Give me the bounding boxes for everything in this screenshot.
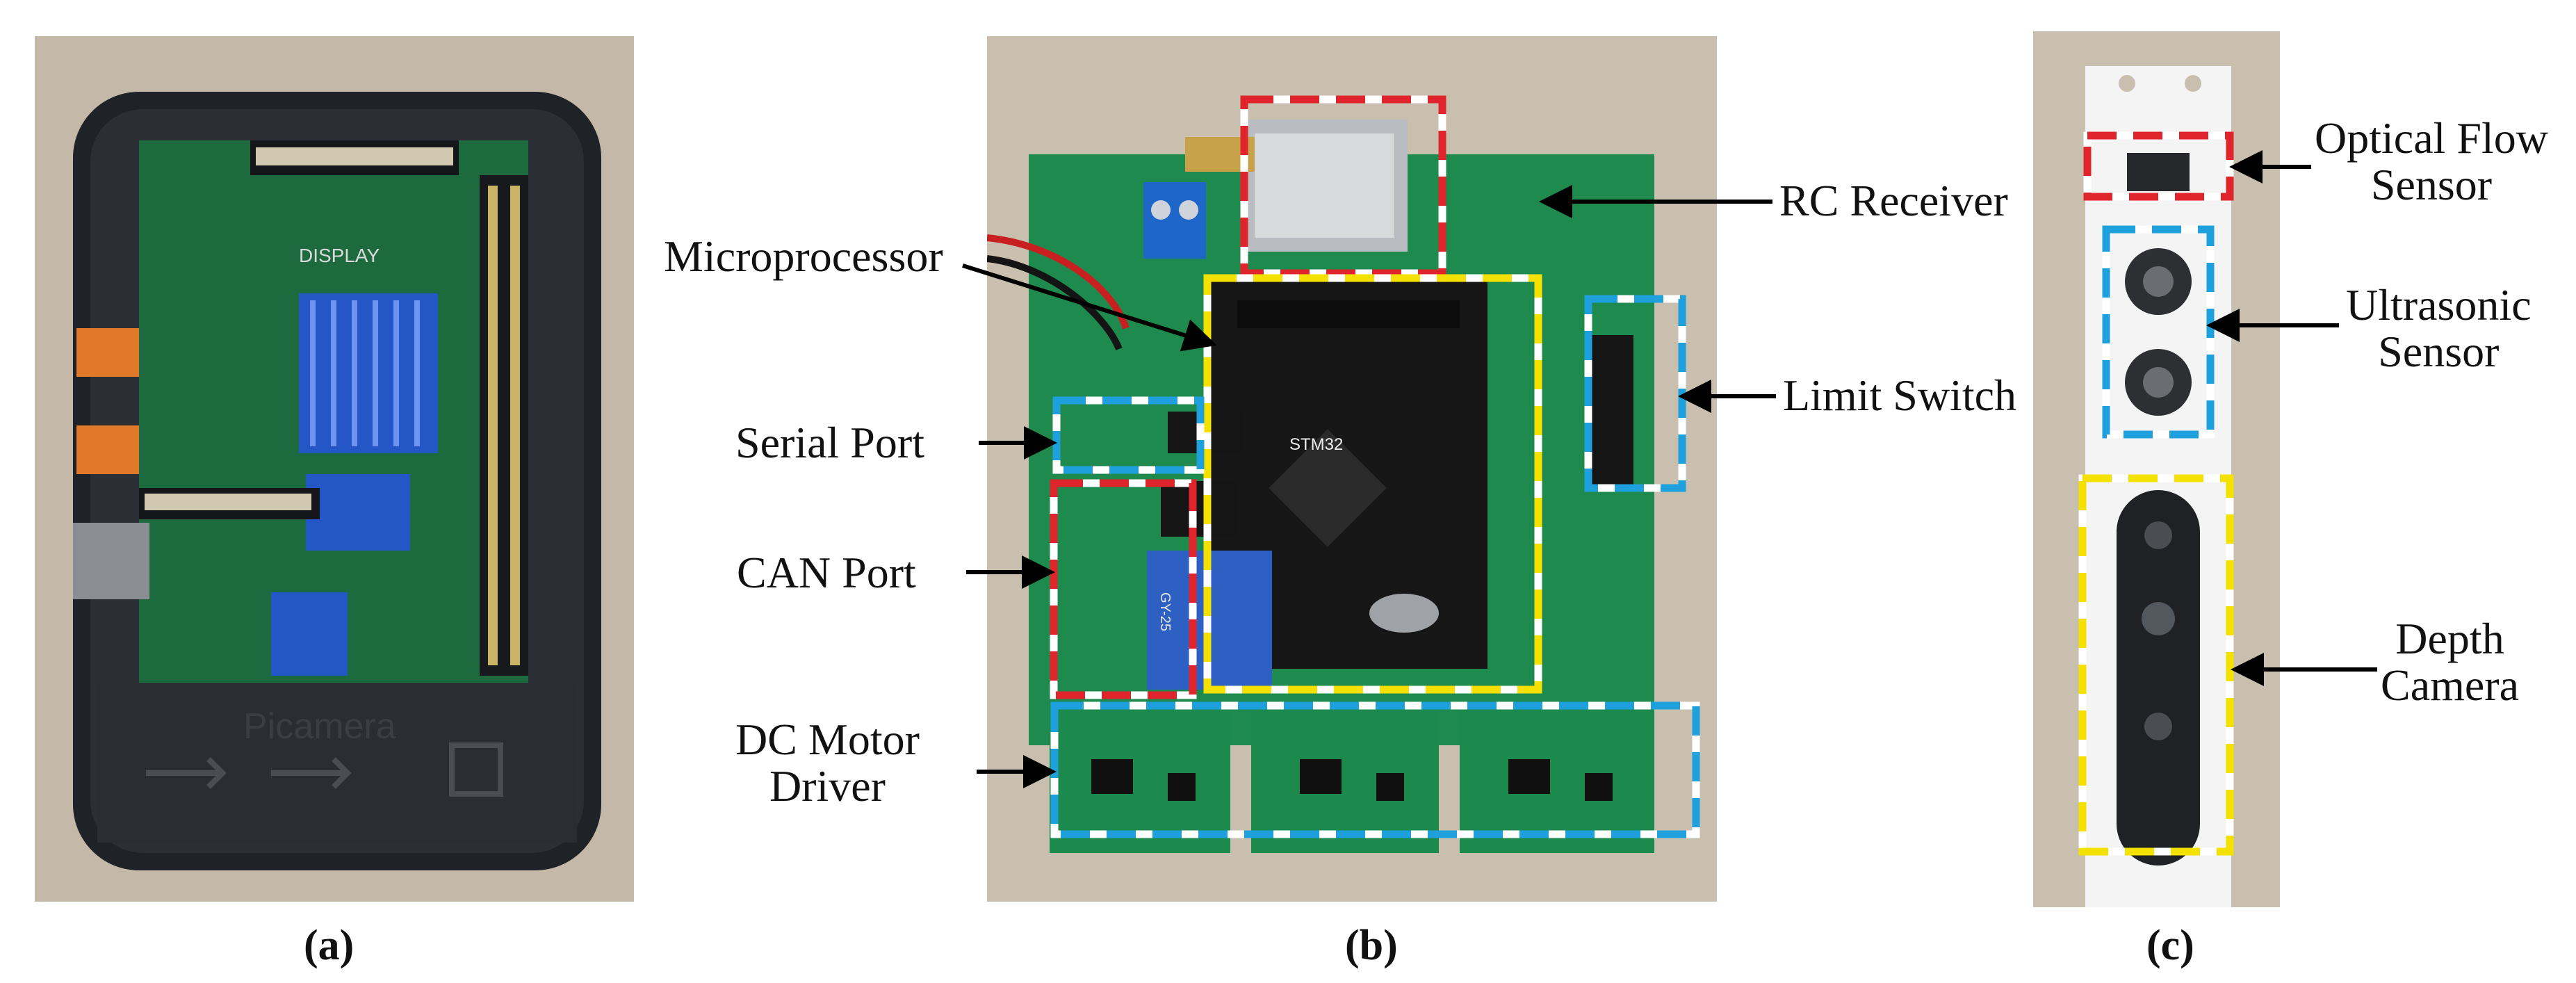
depth-camera-box bbox=[2078, 474, 2234, 856]
label-dc-motor-driver: DC Motor Driver bbox=[735, 715, 920, 811]
label-optical-flow-line2: Sensor bbox=[2370, 160, 2493, 210]
module-label: GY-25 bbox=[1157, 592, 1173, 631]
microprocessor-box bbox=[1203, 274, 1542, 694]
label-depth-line1: Depth bbox=[2395, 614, 2504, 663]
label-ultrasonic-line1: Ultrasonic bbox=[2346, 280, 2532, 330]
label-optical-flow-line1: Optical Flow bbox=[2315, 113, 2548, 163]
label-depth-camera: Depth Camera bbox=[2381, 614, 2519, 710]
label-rc-receiver: RC Receiver bbox=[1779, 176, 2008, 225]
limit-switch-box bbox=[1584, 295, 1686, 492]
rc-receiver-box bbox=[1240, 95, 1446, 277]
ultrasonic-box bbox=[2102, 225, 2215, 439]
label-can-port: CAN Port bbox=[737, 548, 916, 597]
case-brand-text: Picamera bbox=[243, 706, 396, 747]
photo-b-control-board: STM32 GY-25 bbox=[987, 36, 1717, 902]
label-limit-switch: Limit Switch bbox=[1783, 371, 2016, 420]
label-optical-flow-sensor: Optical Flow Sensor bbox=[2315, 113, 2548, 210]
label-serial-port: Serial Port bbox=[735, 418, 924, 467]
dc-motor-driver-box bbox=[1050, 701, 1700, 838]
label-microprocessor: Microprocessor bbox=[664, 231, 943, 281]
caption-a: (a) bbox=[304, 922, 354, 969]
label-dc-motor-driver-line1: DC Motor bbox=[735, 715, 920, 764]
case-display-text: DISPLAY bbox=[299, 245, 380, 266]
can-port-box bbox=[1050, 479, 1197, 699]
label-dc-motor-driver-line2: Driver bbox=[769, 761, 886, 811]
label-depth-line2: Camera bbox=[2381, 660, 2519, 710]
chip-label: STM32 bbox=[1289, 435, 1343, 454]
serial-port-box bbox=[1052, 396, 1205, 474]
caption-b: (b) bbox=[1345, 922, 1398, 969]
photo-a-raspberry-pi-case: DISPLAY Picamera bbox=[35, 36, 634, 902]
arrow-microprocessor bbox=[962, 263, 1217, 352]
label-ultrasonic-line2: Sensor bbox=[2378, 327, 2500, 377]
optical-flow-box bbox=[2083, 131, 2234, 201]
label-ultrasonic-sensor: Ultrasonic Sensor bbox=[2346, 282, 2532, 375]
caption-c: (c) bbox=[2146, 922, 2194, 969]
